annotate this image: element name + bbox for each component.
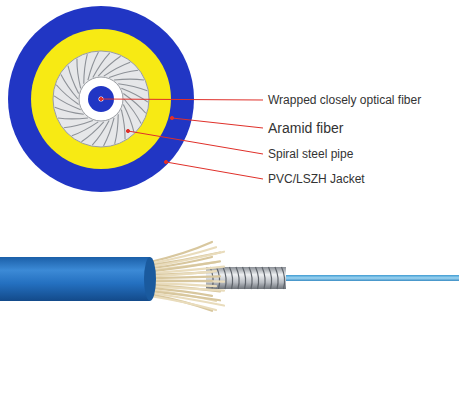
spiral-coil [256,267,259,289]
spiral-coil [230,267,233,289]
leader-dot [164,160,167,163]
aramid-strand [150,280,212,283]
spiral-vane [104,62,130,76]
spiral-vane [72,122,98,136]
leader-dot [170,116,173,119]
aramid-strand [150,280,224,282]
part-label: PVC/LSZH Jacket [268,172,365,186]
spiral-vane [121,110,125,140]
leader-line [166,162,263,179]
part-label: Spiral steel pipe [268,147,353,161]
spiral-coil [262,267,265,289]
leader-lines [99,97,263,179]
spiral-coil [269,267,272,289]
aramid-strands [150,242,224,311]
leader-dot [126,129,129,132]
leader-dot [99,97,102,100]
spiral-vane [114,79,144,81]
side-view [0,242,459,311]
spiral-vane [118,84,147,91]
spiral-vane [123,93,145,113]
spiral-coil [275,267,278,289]
spiral-coil [223,267,226,289]
spiral-vane [109,70,138,77]
steel-pipe [206,267,286,289]
spiral-coil [236,267,239,289]
leader-line [172,118,263,128]
jacket-side [0,257,150,301]
part-label: Aramid fiber [268,120,343,137]
spiral-coil [243,267,246,289]
steel-spiral [210,267,285,289]
spiral-vane [55,107,84,114]
aramid-strand [150,276,220,278]
leader-line [101,99,263,100]
spiral-vane [58,117,88,119]
spiral-coil [249,267,252,289]
spiral-vane [77,59,81,89]
spiral-vane [98,56,120,76]
spiral-vane [84,54,88,84]
aramid-strand [150,296,216,310]
spiral-vane [81,122,103,142]
spiral-coil [282,267,285,289]
part-label: Wrapped closely optical fiber [268,93,421,107]
jacket-end [144,257,156,301]
fiber-center [99,97,104,102]
leader-line [128,131,263,154]
aramid-strand [150,252,224,267]
optical-fiber [282,275,459,281]
spiral-vane [115,114,119,144]
spiral-vane [64,121,93,128]
